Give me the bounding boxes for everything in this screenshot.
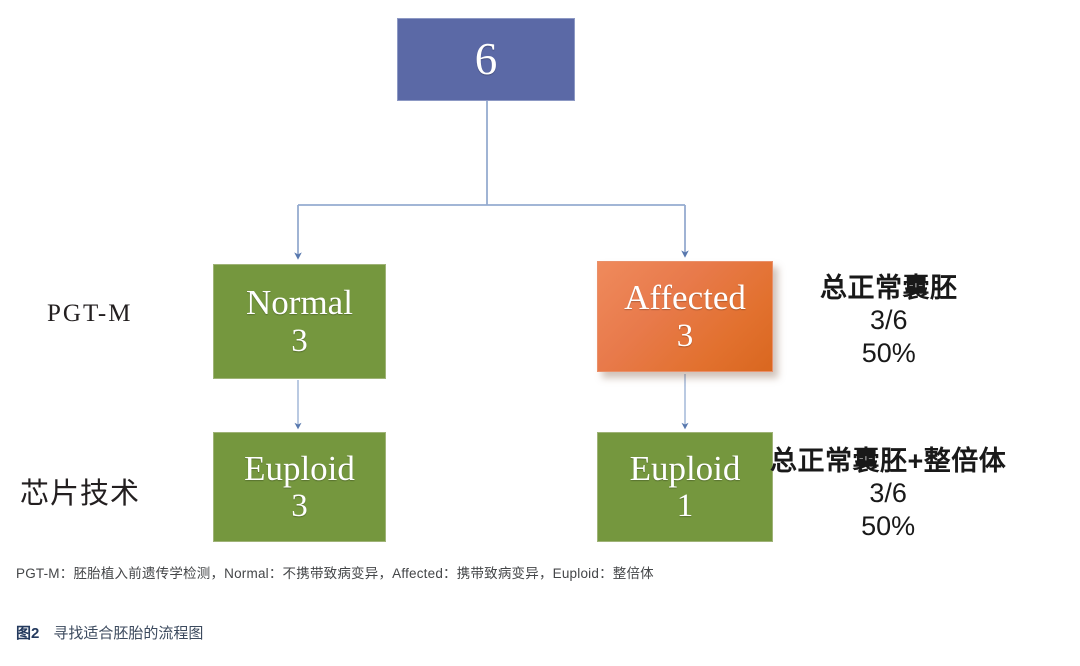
node-normal[interactable]: Normal 3: [213, 264, 386, 379]
figure-footnote: PGT-M：胚胎植入前遗传学检测，Normal：不携带致病变异，Affected…: [16, 566, 654, 581]
node-normal-count: 3: [291, 322, 308, 359]
node-affected-count: 3: [676, 317, 694, 354]
node-euploid-right[interactable]: Euploid 1: [597, 432, 773, 542]
caption-text: 寻找适合胚胎的流程图: [53, 625, 204, 642]
summary-top-heading: 总正常囊胚: [820, 273, 958, 303]
node-euploid-left-title: Euploid: [244, 448, 355, 488]
stage-label-array-technology: 芯片技术: [20, 478, 141, 510]
node-root-total[interactable]: 6: [397, 18, 575, 101]
node-root-count: 6: [474, 34, 498, 84]
summary-top-fraction: 3/6: [869, 305, 908, 336]
summary-bottom-percent: 50%: [861, 510, 916, 541]
summary-top-percent: 50%: [861, 337, 916, 368]
summary-normal-plus-euploid: 总正常囊胚+整倍体 3/6 50%: [770, 445, 1006, 542]
node-affected[interactable]: Affected 3: [597, 261, 773, 372]
node-euploid-right-count: 1: [676, 488, 694, 525]
node-normal-title: Normal: [246, 283, 353, 323]
node-euploid-left-count: 3: [291, 488, 308, 525]
node-affected-title: Affected: [624, 278, 746, 318]
summary-bottom-heading: 总正常囊胚+整倍体: [770, 446, 1007, 476]
node-euploid-left[interactable]: Euploid 3: [213, 432, 386, 542]
figure-caption: 图2 寻找适合胚胎的流程图: [16, 622, 203, 643]
stage-label-pgt-m: PGT-M: [47, 300, 133, 327]
caption-number: 图2: [16, 625, 40, 642]
summary-normal-blastocysts: 总正常囊胚 3/6 50%: [820, 272, 958, 369]
summary-bottom-fraction: 3/6: [869, 478, 907, 509]
node-euploid-right-title: Euploid: [629, 448, 741, 488]
